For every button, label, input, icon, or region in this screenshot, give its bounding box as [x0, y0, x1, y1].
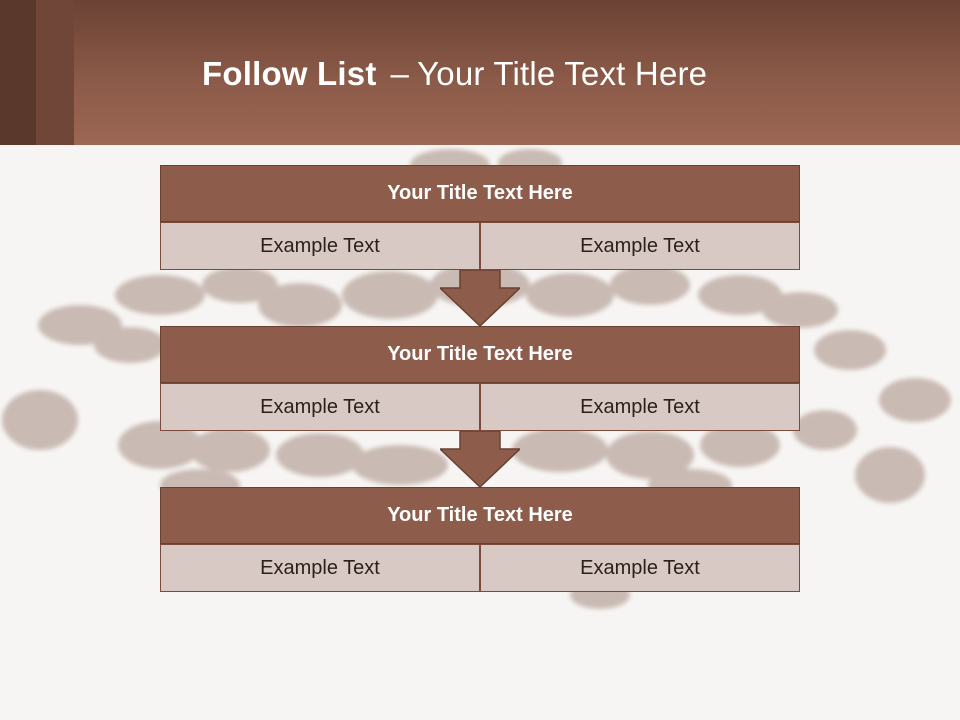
- step-1-title: Your Title Text Here: [160, 165, 800, 222]
- header-accent-strip-2: [36, 0, 74, 145]
- down-arrow-icon: [440, 270, 520, 326]
- step-card-2: Your Title Text Here Example Text Exampl…: [160, 326, 800, 431]
- step-card-3: Your Title Text Here Example Text Exampl…: [160, 487, 800, 592]
- step-3-left-text: Example Text: [160, 544, 480, 592]
- step-1-left-text: Example Text: [160, 222, 480, 270]
- slide-title: Follow List–Your Title Text Here: [202, 55, 707, 93]
- step-card-1: Your Title Text Here Example Text Exampl…: [160, 165, 800, 270]
- step-3-right-text: Example Text: [480, 544, 800, 592]
- slide-title-dash: –: [390, 55, 410, 92]
- step-2-right-text: Example Text: [480, 383, 800, 431]
- step-1-right-text: Example Text: [480, 222, 800, 270]
- step-2-left-text: Example Text: [160, 383, 480, 431]
- step-3-title: Your Title Text Here: [160, 487, 800, 544]
- slide-title-bold: Follow List: [202, 55, 377, 92]
- slide-title-rest: Your Title Text Here: [417, 55, 708, 92]
- down-arrow-icon: [440, 431, 520, 487]
- header-bar: Follow List–Your Title Text Here: [0, 0, 960, 145]
- step-2-title: Your Title Text Here: [160, 326, 800, 383]
- header-accent-strip: [0, 0, 36, 145]
